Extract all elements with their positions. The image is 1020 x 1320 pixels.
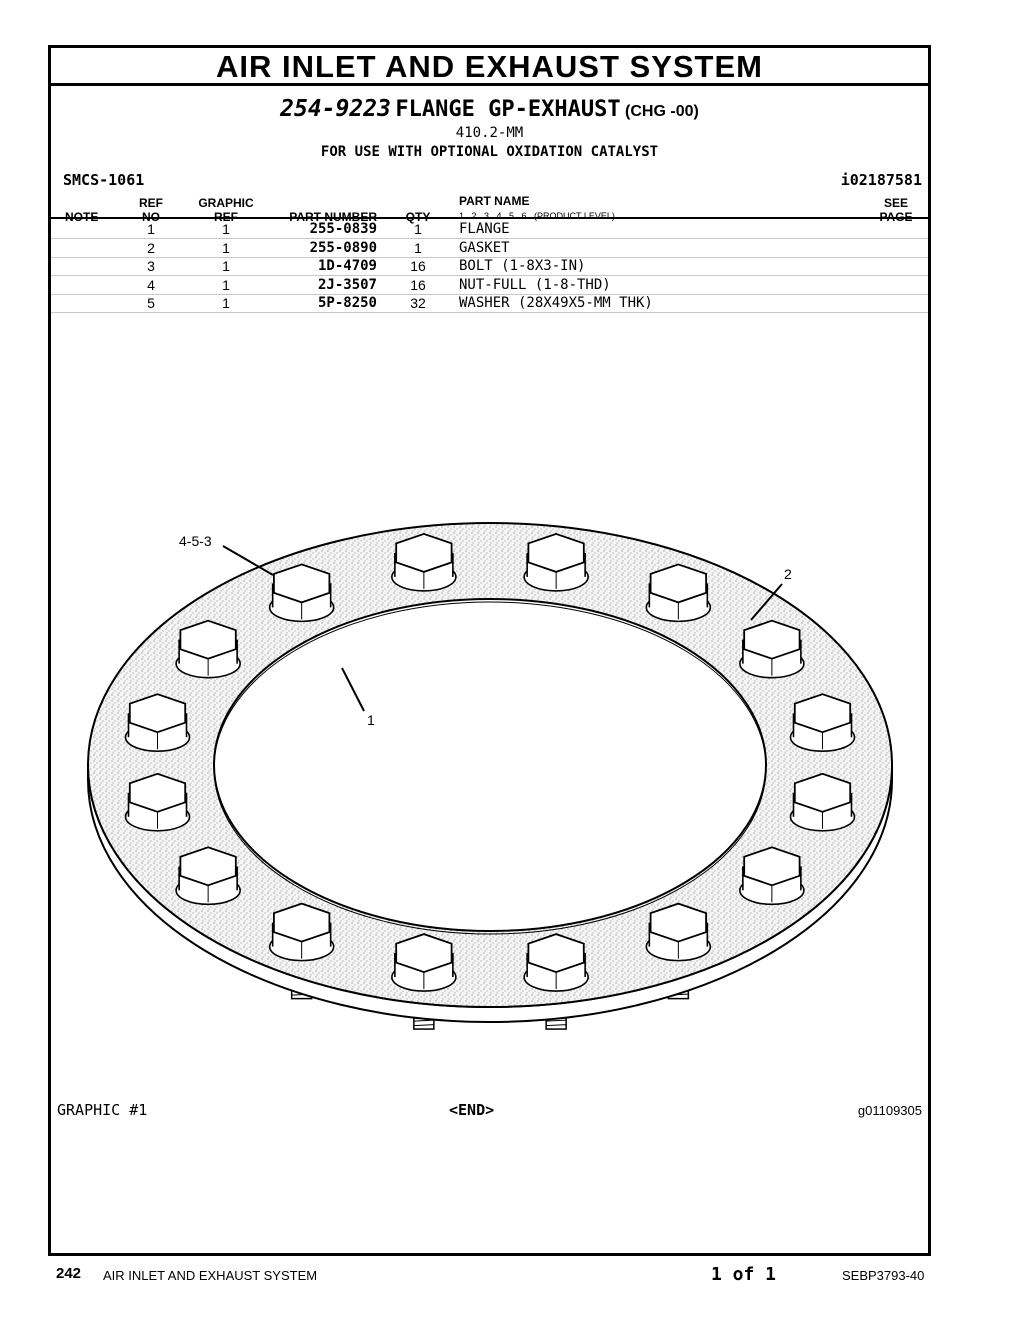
page-of: 1 of 1: [711, 1264, 777, 1285]
leader-bolt: [222, 545, 274, 576]
ref-no: 4: [147, 276, 155, 293]
ref-no: 3: [147, 258, 155, 274]
graphic-ref: 1: [222, 221, 230, 237]
end-marker: <END>: [449, 1101, 495, 1119]
group-number: 254-9223: [280, 96, 391, 122]
bolt: [645, 902, 712, 962]
bolt: [739, 846, 805, 906]
quantity: 32: [410, 295, 426, 311]
section-title-bar: AIR INLET AND EXHAUST SYSTEM: [51, 48, 928, 86]
part-number: 255-0839: [309, 221, 377, 237]
head-top: [793, 772, 852, 813]
bolt: [124, 693, 191, 753]
graphic-ref: 1: [222, 258, 230, 274]
graphic-ref: 1: [222, 295, 230, 311]
smcs-code: SMCS-1061: [63, 171, 145, 189]
quantity: 1: [414, 239, 422, 256]
head-top: [272, 902, 331, 943]
leader-gasket: [750, 583, 783, 621]
group-usage: FOR USE WITH OPTIONAL OXIDATION CATALYST: [320, 144, 659, 160]
graphic-ref: 1: [222, 239, 230, 256]
header-product-levels: 1 2 3 4 5 6 (PRODUCT LEVEL): [459, 211, 615, 221]
head-top: [527, 532, 585, 573]
part-name: FLANGE: [459, 221, 510, 237]
bolt: [175, 619, 241, 679]
bolt: [268, 563, 335, 623]
head-top: [179, 846, 237, 887]
header-graphic: GRAPHIC: [198, 196, 254, 210]
bolt: [739, 619, 805, 679]
document-number: SEBP3793-40: [842, 1268, 925, 1283]
graphic-ref: 1: [222, 276, 230, 293]
bolt: [789, 772, 856, 832]
ref-no: 1: [147, 221, 155, 237]
bolt-heads: [124, 532, 856, 992]
quantity: 1: [414, 221, 422, 237]
flange-graphic: 4-5-3 2 1: [86, 522, 894, 1030]
part-name: NUT-FULL (1-8-THD): [459, 276, 611, 293]
graphic-label: GRAPHIC #1: [57, 1101, 148, 1119]
head-top: [395, 933, 453, 974]
group-title: 254-9223 FLANGE GP-EXHAUST (CHG -00): [51, 96, 928, 122]
table-row: 2 1 255-0890 1 GASKET: [51, 239, 928, 258]
section-title: AIR INLET AND EXHAUST SYSTEM: [216, 49, 763, 84]
info-reference: i02187581: [840, 171, 922, 189]
callout-bolt: 4-5-3: [179, 533, 212, 549]
head-top: [743, 846, 801, 887]
ref-no: 5: [147, 295, 155, 311]
part-number: 2J-3507: [317, 276, 377, 293]
part-number: 5P-8250: [317, 295, 377, 311]
group-name: FLANGE GP-EXHAUST: [395, 97, 621, 122]
table-row: 5 1 5P-8250 32 WASHER (28X49X5-MM THK): [51, 294, 928, 313]
table-row: 3 1 1D-4709 16 BOLT (1-8X3-IN): [51, 257, 928, 276]
table-row: 4 1 2J-3507 16 NUT-FULL (1-8-THD): [51, 276, 928, 295]
head-top: [272, 563, 331, 604]
group-change: (CHG -00): [625, 103, 699, 120]
ref-no: 2: [147, 239, 155, 256]
header-divider: [51, 217, 928, 219]
quantity: 16: [410, 258, 426, 274]
head-top: [743, 619, 801, 660]
callout-flange: 1: [367, 712, 375, 728]
bolt: [645, 563, 712, 623]
bolt: [391, 933, 457, 992]
group-dimension: 410.2-MM: [455, 125, 524, 141]
callout-gasket: 2: [784, 566, 792, 582]
head-top: [128, 772, 187, 813]
bolt: [124, 772, 191, 832]
thread-line: [546, 1024, 567, 1027]
thread-line: [546, 1019, 567, 1022]
graphic-id: g01109305: [857, 1103, 922, 1118]
bolt: [391, 532, 457, 592]
table-row: 1 1 255-0839 1 FLANGE: [51, 220, 928, 239]
part-number: 1D-4709: [317, 258, 377, 274]
part-name: GASKET: [459, 239, 510, 256]
part-number: 255-0890: [309, 239, 377, 256]
part-name: BOLT (1-8X3-IN): [459, 258, 586, 274]
quantity: 16: [410, 276, 426, 293]
head-top: [395, 532, 453, 573]
footer-section: AIR INLET AND EXHAUST SYSTEM: [103, 1268, 318, 1283]
bolt: [268, 902, 335, 962]
header-see: SEE: [883, 196, 908, 210]
page-number: 242: [56, 1265, 82, 1282]
head-top: [793, 693, 852, 734]
header-ref: REF: [139, 196, 163, 210]
bolt: [175, 846, 241, 906]
head-top: [649, 902, 707, 943]
page-frame: AIR INLET AND EXHAUST SYSTEM 254-9223 FL…: [48, 45, 931, 1256]
head-top: [527, 933, 585, 974]
bolt: [523, 933, 589, 992]
leader-flange: [341, 667, 365, 712]
bolt: [523, 532, 589, 592]
head-top: [128, 693, 187, 734]
thread-line: [413, 1024, 434, 1027]
header-part-name: PART NAME: [459, 194, 530, 208]
flange-inner-edge: [213, 601, 767, 935]
bolt: [789, 693, 856, 753]
head-top: [179, 619, 237, 660]
head-top: [649, 563, 707, 604]
part-name: WASHER (28X49X5-MM THK): [459, 295, 653, 311]
